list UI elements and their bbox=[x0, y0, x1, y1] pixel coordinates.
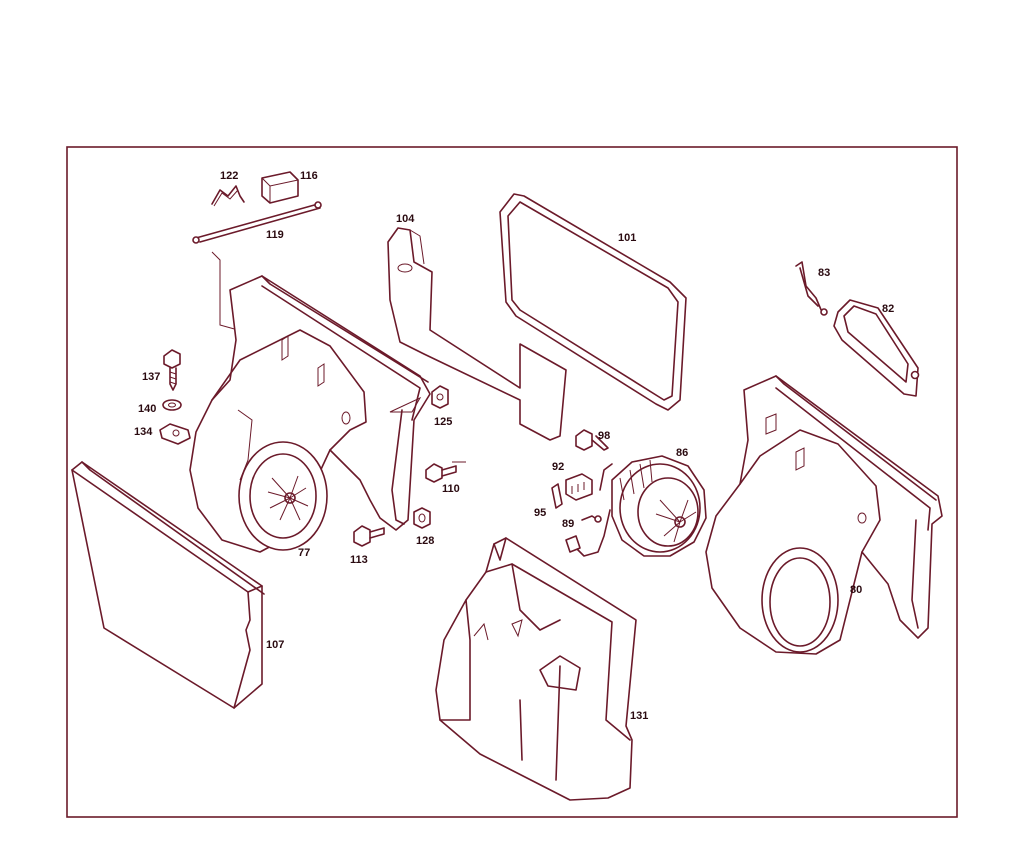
callout-128: 128 bbox=[416, 535, 434, 547]
part-77-blower-housing-left bbox=[189, 275, 431, 553]
part-104-bracket bbox=[387, 227, 567, 441]
part-82-flap bbox=[833, 299, 920, 397]
part-110-bolt bbox=[425, 461, 466, 483]
callout-116: 116 bbox=[300, 170, 318, 182]
part-95-seal bbox=[551, 483, 563, 509]
part-98-screw bbox=[575, 429, 609, 451]
callout-125: 125 bbox=[434, 416, 452, 428]
diagram-frame bbox=[66, 146, 958, 818]
callout-134: 134 bbox=[134, 426, 153, 438]
part-122-clip bbox=[211, 185, 245, 207]
part-83-lever bbox=[795, 261, 828, 316]
callout-89: 89 bbox=[562, 518, 574, 530]
callout-122: 122 bbox=[220, 170, 238, 182]
callout-92: 92 bbox=[552, 461, 564, 473]
part-119-cable bbox=[192, 201, 322, 331]
part-134-clip bbox=[159, 423, 191, 445]
part-140-washer bbox=[162, 399, 182, 411]
callout-113: 113 bbox=[350, 554, 368, 566]
callout-83: 83 bbox=[818, 267, 830, 279]
part-131-cover bbox=[435, 537, 637, 801]
callout-95: 95 bbox=[534, 507, 546, 519]
callout-131: 131 bbox=[630, 710, 648, 722]
callout-110: 110 bbox=[442, 483, 460, 495]
part-107-panel bbox=[71, 461, 265, 709]
callout-107: 107 bbox=[266, 639, 284, 651]
callout-98: 98 bbox=[598, 430, 610, 442]
part-116-connector bbox=[261, 171, 299, 204]
callout-140: 140 bbox=[138, 403, 156, 415]
callout-119: 119 bbox=[266, 229, 284, 241]
callout-137: 137 bbox=[142, 371, 160, 383]
part-89-sensor bbox=[581, 515, 602, 523]
callout-86: 86 bbox=[676, 447, 688, 459]
part-125-grommet bbox=[431, 385, 449, 409]
part-113-bolt bbox=[353, 525, 385, 547]
part-128-nut bbox=[413, 507, 431, 529]
callout-77: 77 bbox=[298, 547, 310, 559]
callout-101: 101 bbox=[618, 232, 636, 244]
part-92-plug bbox=[565, 473, 593, 501]
part-137-bolt bbox=[163, 349, 181, 391]
callout-82: 82 bbox=[882, 303, 894, 315]
callout-80: 80 bbox=[850, 584, 862, 596]
part-86-blower-motor bbox=[565, 455, 707, 557]
part-101-gasket bbox=[499, 193, 687, 411]
callout-104: 104 bbox=[396, 213, 415, 225]
part-80-blower-housing-right bbox=[705, 375, 943, 655]
